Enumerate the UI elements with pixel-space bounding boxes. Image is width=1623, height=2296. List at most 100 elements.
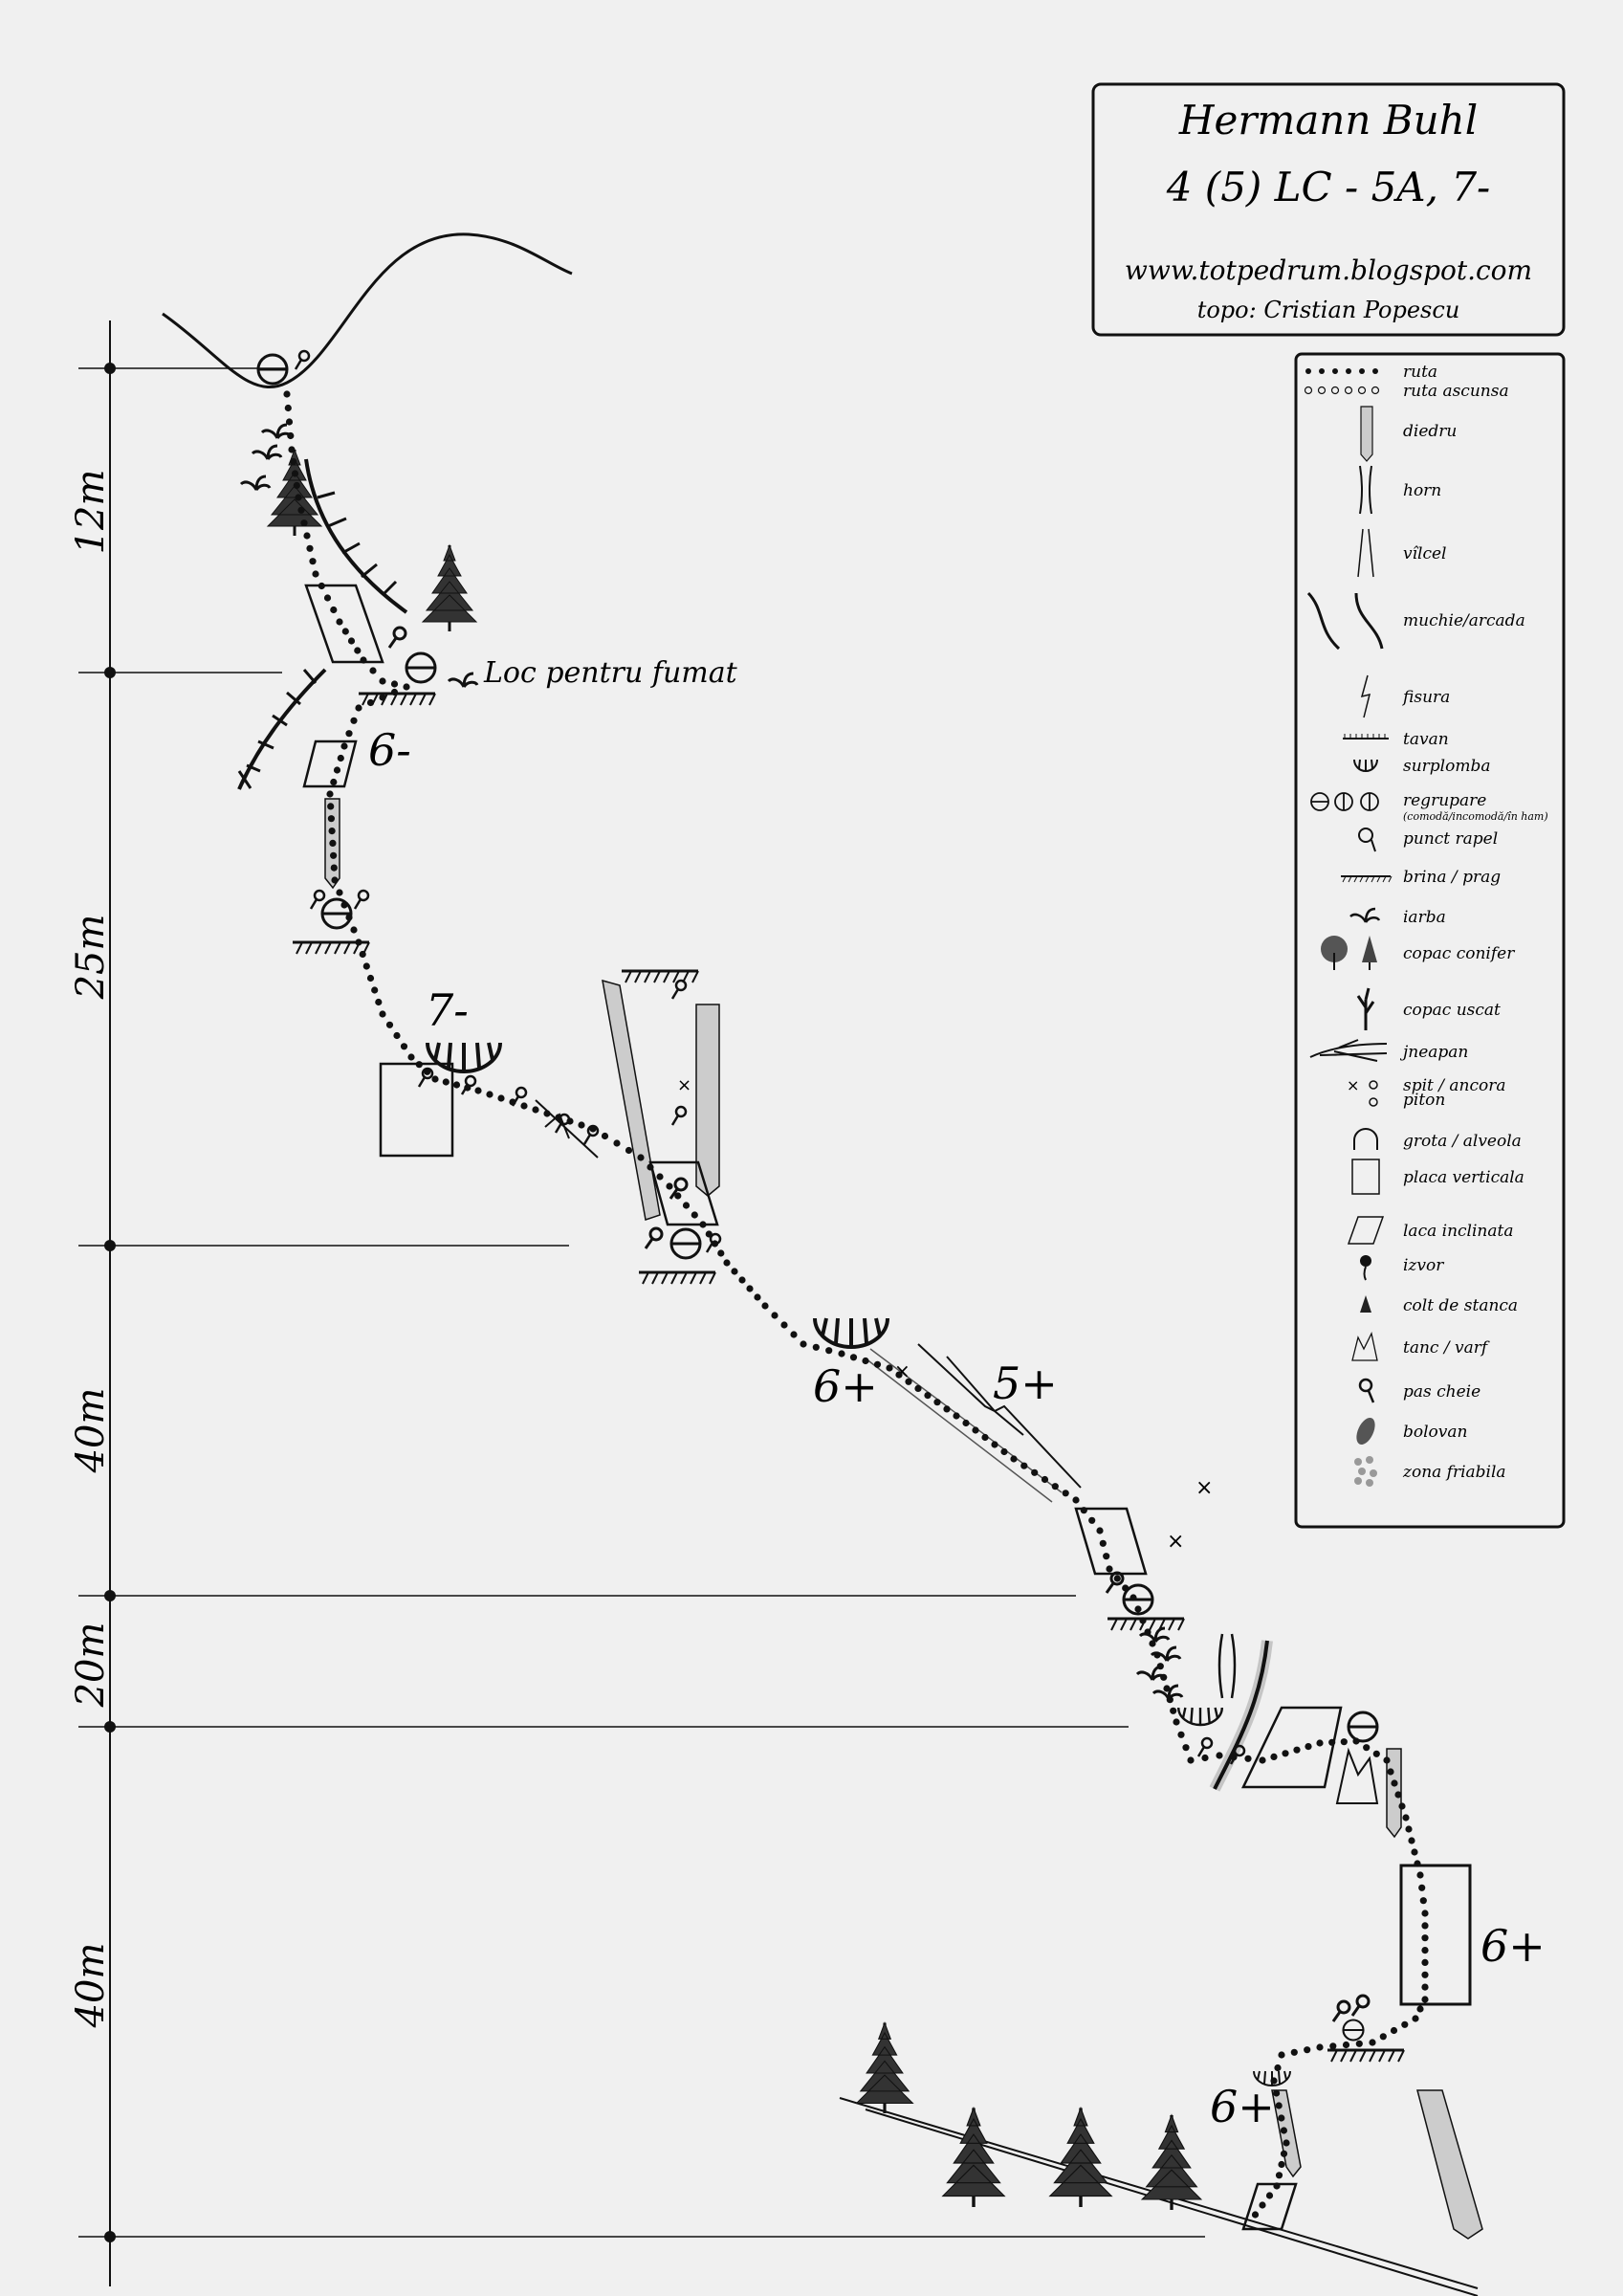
route-dot: [566, 1117, 574, 1125]
legend-label: fisura: [1401, 688, 1450, 707]
legend-label: izvor: [1403, 1256, 1444, 1275]
route-dot: [1352, 1737, 1360, 1745]
route-dot: [1201, 1754, 1209, 1762]
route-dot: [1265, 2192, 1274, 2199]
route-dot: [746, 1285, 754, 1292]
route-dot: [1160, 1673, 1168, 1681]
piton-icon: [670, 1105, 688, 1127]
legend-label: brina / prag: [1403, 868, 1501, 887]
route-dot: [283, 390, 291, 398]
crux-icon: [1350, 1994, 1371, 2018]
route-dot: [895, 1371, 903, 1379]
legend-label: copac uscat: [1403, 1001, 1501, 1020]
grass-icon: [251, 444, 283, 461]
route-dot: [1280, 2127, 1287, 2134]
route-dot: [849, 1354, 858, 1361]
dotted-route-icon: [1305, 368, 1378, 374]
scale-label-2: 25m: [69, 915, 113, 1001]
route-dot: [1099, 1539, 1107, 1547]
route-dot: [291, 470, 299, 477]
arete-icon: [1306, 591, 1384, 651]
grade-label-2: 7-: [426, 984, 469, 1036]
height-scale: 12m 25m 40m 20m 40m: [69, 320, 1205, 2286]
route-dot: [371, 986, 379, 994]
route-dot: [705, 1230, 713, 1238]
legend-icons: ×: [1304, 368, 1393, 1487]
legend-label: punct rapel: [1403, 829, 1498, 849]
route-dot: [1153, 1651, 1161, 1659]
crack-icon: [917, 1343, 1082, 1489]
route-dot: [1278, 2051, 1285, 2059]
grade-label-3: 6+: [813, 1360, 878, 1412]
belay-icon: [1347, 1711, 1379, 1743]
route-dot: [359, 950, 366, 959]
route-dot: [362, 962, 370, 970]
route-dot: [1408, 1837, 1415, 1844]
route-dot: [323, 594, 332, 602]
route-dot: [1387, 1768, 1394, 1776]
route-dot: [1187, 1756, 1195, 1764]
route-dot: [309, 558, 317, 565]
grade-label-6: 6+: [1210, 2081, 1275, 2132]
bolt-icon: ×: [677, 1075, 691, 1095]
route-dot: [1139, 1617, 1147, 1624]
route-dot: [1000, 1447, 1008, 1456]
route-dot: [393, 1031, 401, 1040]
hidden-route-icon: [1304, 386, 1380, 395]
route-dot: [1244, 1755, 1252, 1762]
route-dot: [1273, 2089, 1281, 2097]
overhang-icon: [1176, 1706, 1224, 1727]
pinnacle-icon: [1335, 1747, 1379, 1804]
vertical-slab-icon: [1351, 1159, 1380, 1195]
route-dot: [1274, 2064, 1282, 2072]
route-dot: [1401, 2020, 1409, 2028]
route-dot: [497, 1094, 505, 1102]
inclined-slab: [304, 584, 384, 664]
route-dot: [738, 1276, 746, 1284]
route-dot: [375, 998, 383, 1006]
route-dot: [1275, 2172, 1283, 2179]
route-dot: [442, 1078, 450, 1086]
legend-label: surplomba: [1403, 757, 1491, 776]
route-dot: [1421, 1971, 1429, 1978]
route-dot: [1283, 2139, 1290, 2147]
route-dot: [1391, 1779, 1398, 1787]
route-dot: [1166, 1696, 1173, 1704]
route-dot: [306, 544, 314, 552]
route-dot: [330, 864, 338, 872]
route-dot: [674, 1192, 682, 1200]
bolt-icon: ×: [1167, 1530, 1184, 1554]
route-dot: [1340, 1738, 1348, 1746]
route-dot: [1031, 1468, 1039, 1476]
legend-label: regrupare: [1403, 791, 1486, 810]
route-dot: [407, 1053, 415, 1061]
route-dot: [288, 446, 296, 453]
dihedral-icon: [1416, 2089, 1483, 2240]
rappel-icon: [1358, 828, 1376, 852]
conifer-icon: [941, 2106, 1006, 2209]
route-dot: [385, 1021, 394, 1028]
route-dot: [1106, 1565, 1113, 1573]
route-dot: [1216, 1752, 1223, 1759]
route-dot: [290, 457, 297, 466]
route-dot: [666, 1182, 673, 1190]
bolt-icon: ×: [1195, 1476, 1213, 1500]
route-name: Hermann Buhl: [1178, 97, 1478, 144]
topo-author: topo: Cristian Popescu: [1197, 297, 1460, 323]
ledge-icon: [637, 1270, 717, 1286]
route-dot: [532, 1106, 539, 1114]
route-dot: [981, 1433, 989, 1442]
route-dot: [333, 766, 341, 774]
route-dot: [1010, 1455, 1018, 1463]
route-dot: [962, 1419, 970, 1427]
route-dot: [1416, 2005, 1424, 2013]
route-dot: [825, 1347, 833, 1355]
route-dot: [656, 1173, 664, 1181]
dwarf-pine-icon: [1309, 1039, 1388, 1062]
route-dot: [731, 1268, 738, 1275]
route-dot: [1270, 2077, 1278, 2085]
route-dot: [1421, 1958, 1429, 1966]
belay-icon: [405, 651, 437, 684]
